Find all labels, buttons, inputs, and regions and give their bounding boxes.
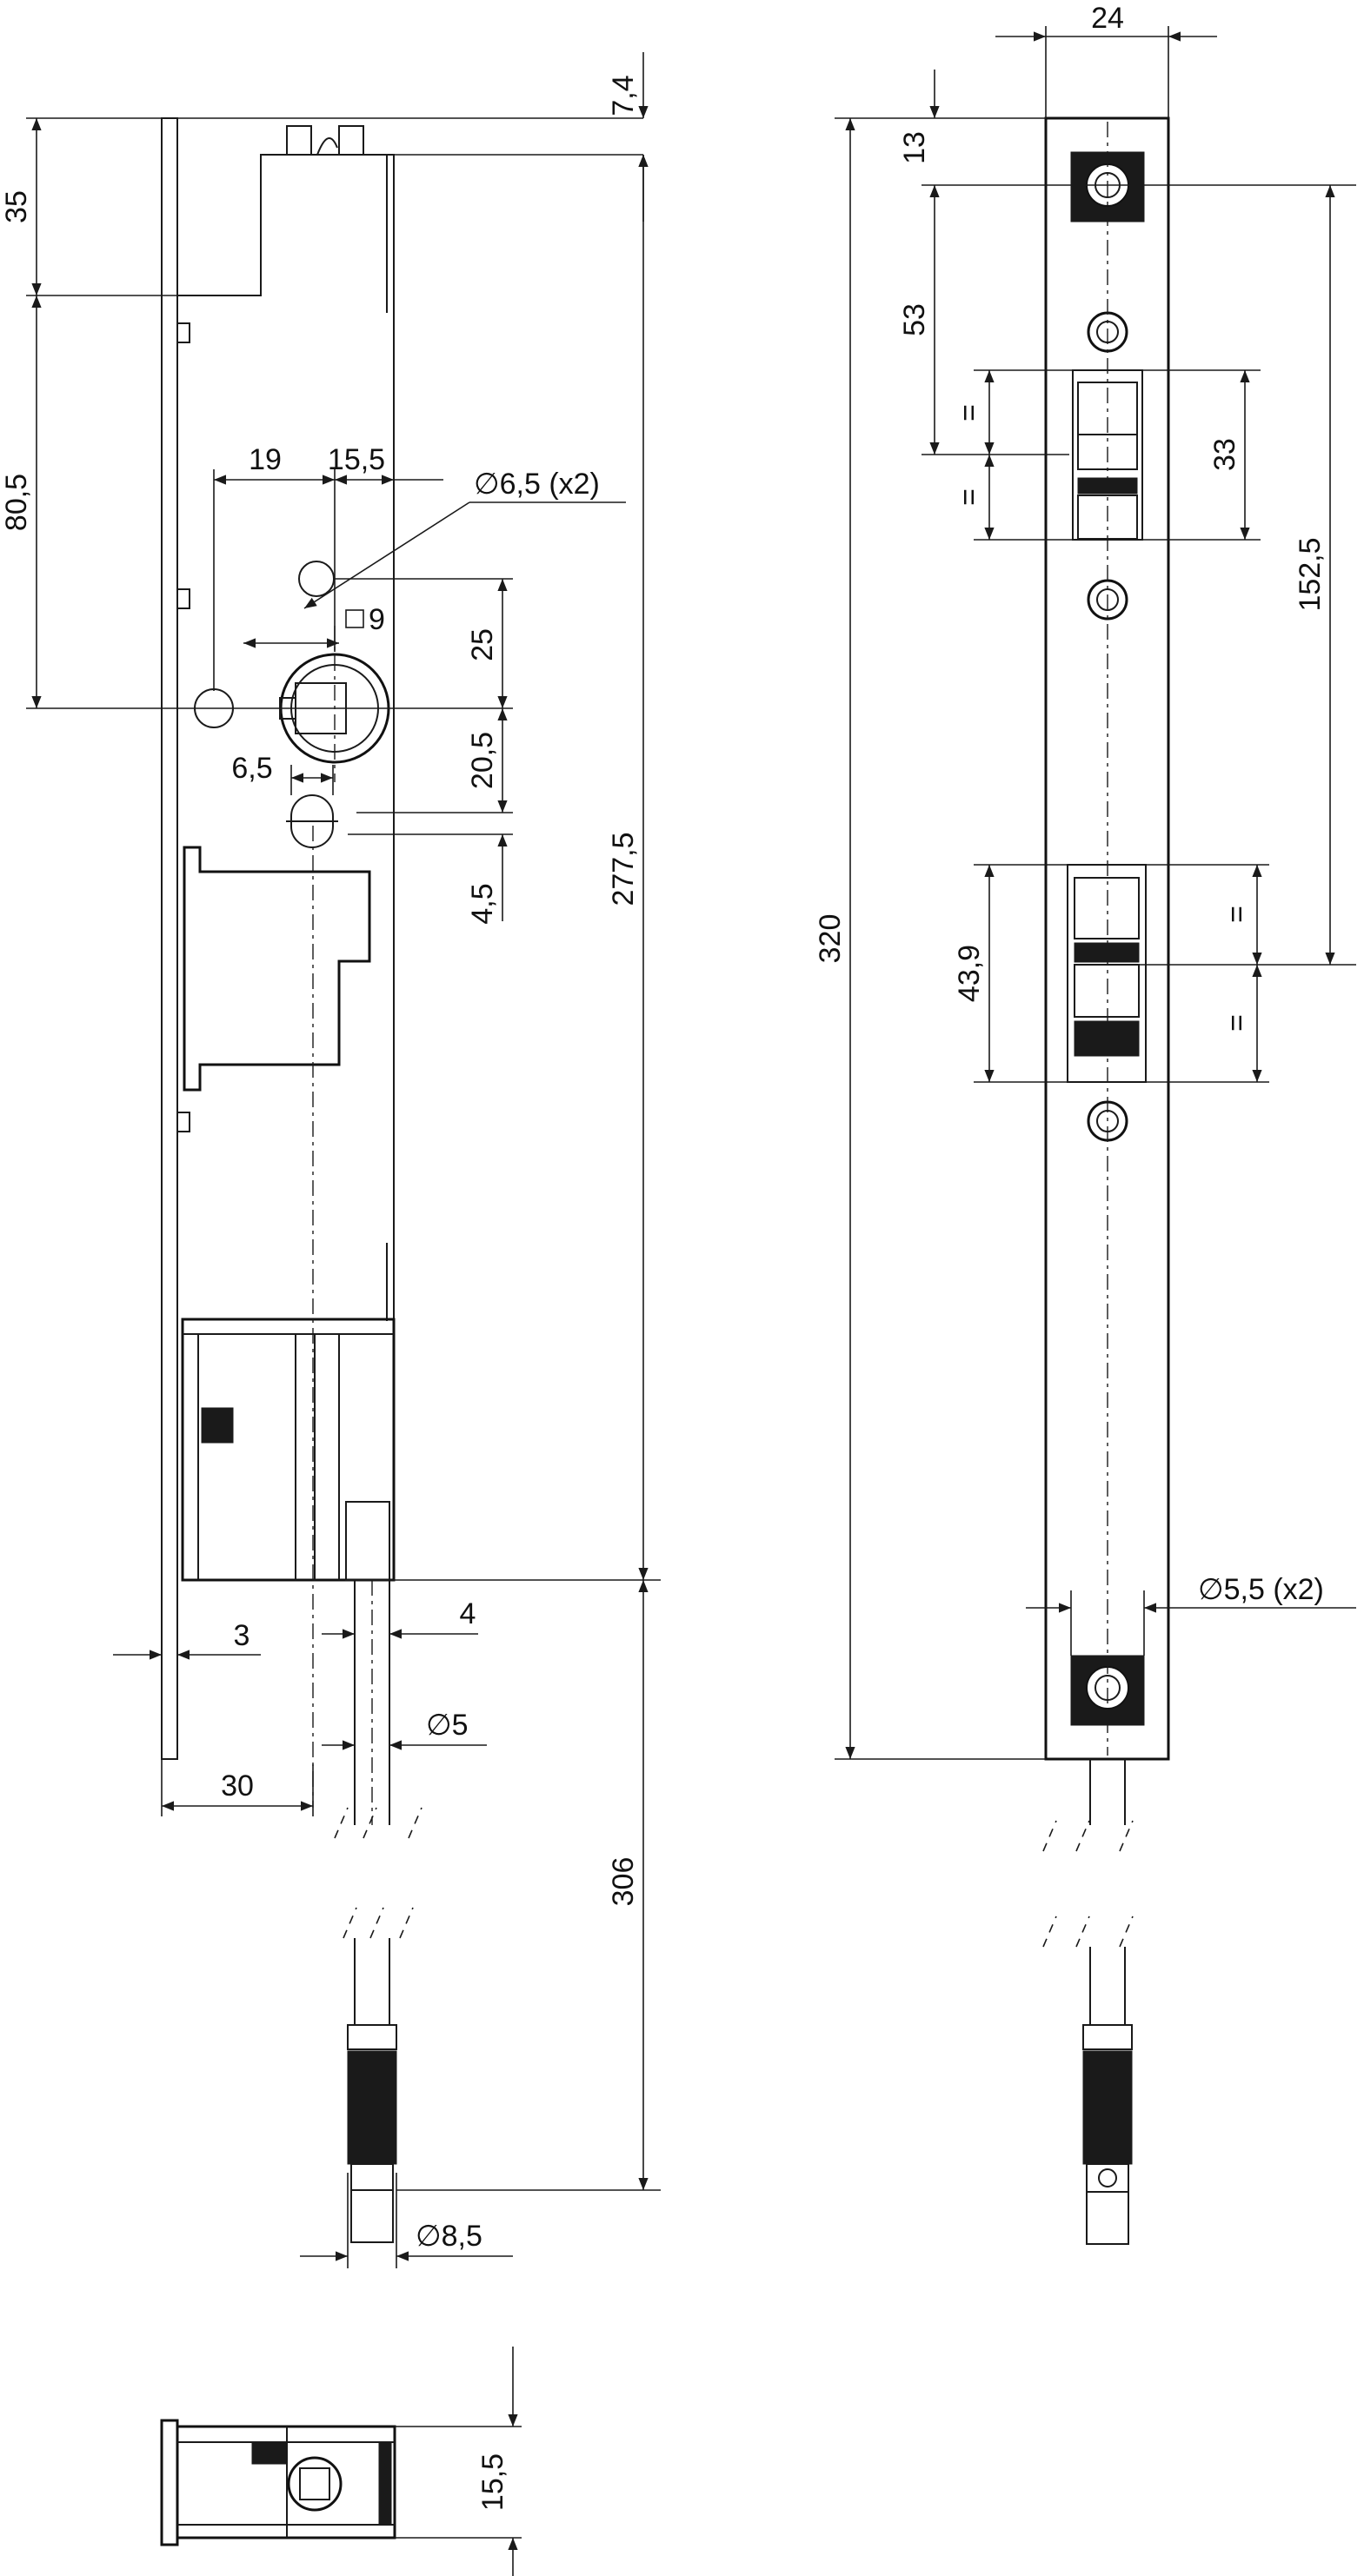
- eq-lower-2: =: [1221, 1014, 1254, 1032]
- dim-4: 4: [460, 1597, 476, 1630]
- dim-277-5: 277,5: [607, 832, 640, 906]
- dim-6-5-x2: ∅6,5 (x2): [474, 468, 600, 501]
- eq-lower-1: =: [1221, 906, 1254, 923]
- eq-upper-1: =: [953, 404, 986, 422]
- dim-5-5-x2: ∅5,5 (x2): [1198, 1573, 1324, 1606]
- square-symbol: [345, 609, 364, 628]
- dim-5: ∅5: [426, 1709, 469, 1742]
- dim-8-5: ∅8,5: [416, 2220, 482, 2253]
- dim-13: 13: [898, 131, 931, 164]
- dim-35: 35: [0, 190, 33, 223]
- dim-80-5: 80,5: [0, 474, 33, 531]
- dim-320: 320: [814, 914, 847, 964]
- dim-30: 30: [221, 1769, 254, 1803]
- top-view: [160, 2419, 396, 2546]
- dim-306: 306: [607, 1857, 640, 1907]
- dim-24: 24: [1091, 2, 1124, 35]
- dimension-lines: [26, 26, 1356, 2576]
- dim-9: 9: [369, 603, 385, 636]
- dim-3: 3: [234, 1619, 250, 1652]
- dim-152-5: 152,5: [1294, 537, 1327, 611]
- mounting-hole: [298, 561, 335, 597]
- front-view: [1042, 116, 1170, 2245]
- dim-7-4: 7,4: [607, 75, 640, 116]
- eq-upper-2: =: [953, 488, 986, 506]
- dim-25: 25: [466, 628, 499, 661]
- dim-20-5: 20,5: [466, 732, 499, 789]
- dim-33: 33: [1208, 438, 1241, 471]
- dim-43-9: 43,9: [953, 945, 986, 1002]
- dim-53: 53: [898, 303, 931, 336]
- dim-6-5: 6,5: [231, 752, 272, 785]
- dim-15-5-top: 15,5: [476, 2453, 509, 2511]
- side-view: [161, 117, 423, 2243]
- dim-4-5: 4,5: [466, 883, 499, 924]
- dim-19: 19: [249, 443, 282, 476]
- dim-15-5: 15,5: [328, 443, 385, 476]
- dimension-labels: 7,4 35 80,5 19 15,5 ∅6,5 (x2) 9 25 20,5 …: [0, 2, 1327, 2511]
